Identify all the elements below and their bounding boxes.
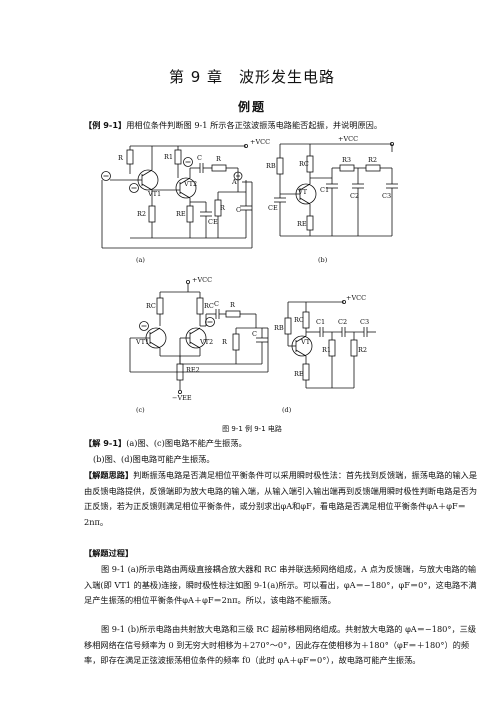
label-re-d: RE bbox=[294, 370, 304, 378]
label-c3-b: C3 bbox=[382, 192, 391, 200]
vcc-label-b: +VCC bbox=[338, 135, 358, 143]
label-rb-d: RB bbox=[274, 324, 284, 332]
label-re2-c: RE2 bbox=[186, 366, 200, 374]
circuit-a: +VCC R VT1 R2 R1 VT2 bbox=[101, 138, 270, 249]
label-r2-a: R2 bbox=[137, 210, 146, 218]
label-r-a2: R bbox=[216, 155, 222, 163]
vcc-label-d: +VCC bbox=[346, 294, 366, 302]
label-vt1-a: VT1 bbox=[147, 190, 161, 198]
process-paragraph-2: 图 9-1 (b)所示电路由共射放大电路和三级 RC 超前移相网络组成。共射放大… bbox=[84, 624, 477, 665]
section-title: 例题 bbox=[237, 100, 266, 114]
answer-label: 【解 9-1】 bbox=[84, 438, 127, 448]
answer-paragraph: 【解 9-1】(a)图、(c)图电路不能产生振荡。 (b)图、(d)图电路可能产… bbox=[84, 436, 480, 467]
label-rc1-c: RC bbox=[146, 302, 156, 310]
label-c-c1: C bbox=[214, 300, 219, 308]
label-rc-d: RC bbox=[294, 316, 304, 324]
label-r-c1: R bbox=[230, 301, 236, 309]
label-rc-b: RC bbox=[299, 160, 309, 168]
label-vt1-c: VT1 bbox=[135, 338, 149, 346]
example-text: 用相位条件判断图 9-1 所示各正弦波振荡电路能否起振，并说明原因。 bbox=[126, 120, 383, 130]
vcc-label-a: +VCC bbox=[250, 138, 270, 146]
label-vt-b: VT bbox=[297, 188, 308, 196]
label-re-b: RE bbox=[297, 220, 307, 228]
vee-label-c: −VEE bbox=[172, 394, 192, 402]
label-c1-b: C1 bbox=[320, 186, 329, 194]
label-r-c2: R bbox=[222, 338, 228, 346]
label-vt2-c: VT2 bbox=[199, 338, 213, 346]
label-c1-d: C1 bbox=[316, 318, 325, 326]
circuit-c: +VCC RC RC VT1 VT2 RE2 −VE bbox=[129, 276, 269, 402]
sub-label-a: (a) bbox=[136, 256, 145, 264]
label-r1-d: R1 bbox=[322, 346, 331, 354]
chapter-title: 第 9 章 波形发生电路 bbox=[168, 68, 336, 86]
label-r1-a: R1 bbox=[164, 153, 173, 161]
sub-label-d: (d) bbox=[282, 406, 292, 414]
label-c3-d: C3 bbox=[360, 318, 369, 326]
answer-line-1: (a)图、(c)图电路不能产生振荡。 bbox=[126, 438, 247, 448]
circuit-b: +VCC RB CE RC VT RE C1 bbox=[266, 135, 398, 237]
transistor-vt2-a bbox=[175, 177, 197, 199]
label-r-a1: R bbox=[118, 154, 124, 162]
thinking-text: 判断振荡电路是否满足相位平衡条件可以采用瞬时极性法：首先找到反馈端，振荡电路的输… bbox=[84, 470, 478, 527]
process-paragraph-1: 图 9-1 (a)所示电路由两级直接耦合放大器和 RC 串并联选频网络组成，A … bbox=[84, 564, 477, 605]
process-label-line: 【解题过程】 bbox=[84, 546, 480, 562]
label-r3-b: R3 bbox=[342, 156, 351, 164]
label-c2-d: C2 bbox=[338, 318, 347, 326]
example-paragraph: 【例 9-1】用相位条件判断图 9-1 所示各正弦波振荡电路能否起振，并说明原因… bbox=[84, 118, 480, 134]
thinking-label: 【解题思路】 bbox=[84, 470, 134, 480]
resistor-r-a1 bbox=[126, 149, 134, 165]
label-r2-d: R2 bbox=[358, 346, 367, 354]
process-label: 【解题过程】 bbox=[84, 548, 134, 558]
vcc-label-c: +VCC bbox=[192, 276, 212, 284]
label-c-a2: C bbox=[236, 206, 241, 214]
circuit-d: +VCC RB RC VT RE C1 C2 C3 R1 bbox=[274, 294, 376, 389]
label-c-c2: C bbox=[252, 330, 257, 338]
label-c2-b: C2 bbox=[350, 192, 359, 200]
answer-line-2: (b)图、(d)图电路可能产生振荡。 bbox=[93, 453, 215, 464]
circuit-figure: +VCC R VT1 R2 R1 VT2 bbox=[101, 135, 398, 414]
example-label: 【例 9-1】 bbox=[84, 120, 127, 130]
label-a-node: A bbox=[231, 178, 237, 186]
sub-label-b: (b) bbox=[318, 256, 328, 264]
label-vt2-a: VT2 bbox=[183, 180, 197, 188]
label-re-a: RE bbox=[176, 210, 186, 218]
figure-caption: 图 9-1 例 9-1 电路 bbox=[222, 425, 282, 433]
sub-label-c: (c) bbox=[136, 406, 145, 414]
label-ce-b: CE bbox=[268, 204, 278, 212]
label-r2-b: R2 bbox=[368, 156, 377, 164]
label-rb-b: RB bbox=[266, 162, 276, 170]
label-ce-a: CE bbox=[208, 218, 218, 226]
label-rc2-c: RC bbox=[204, 302, 214, 310]
thinking-paragraph: 【解题思路】判断振荡电路是否满足相位平衡条件可以采用瞬时极性法：首先找到反馈端，… bbox=[84, 468, 480, 530]
label-vt-d: VT bbox=[300, 338, 311, 346]
label-r-a3: R bbox=[220, 204, 226, 212]
label-c-a1: C bbox=[197, 154, 202, 162]
